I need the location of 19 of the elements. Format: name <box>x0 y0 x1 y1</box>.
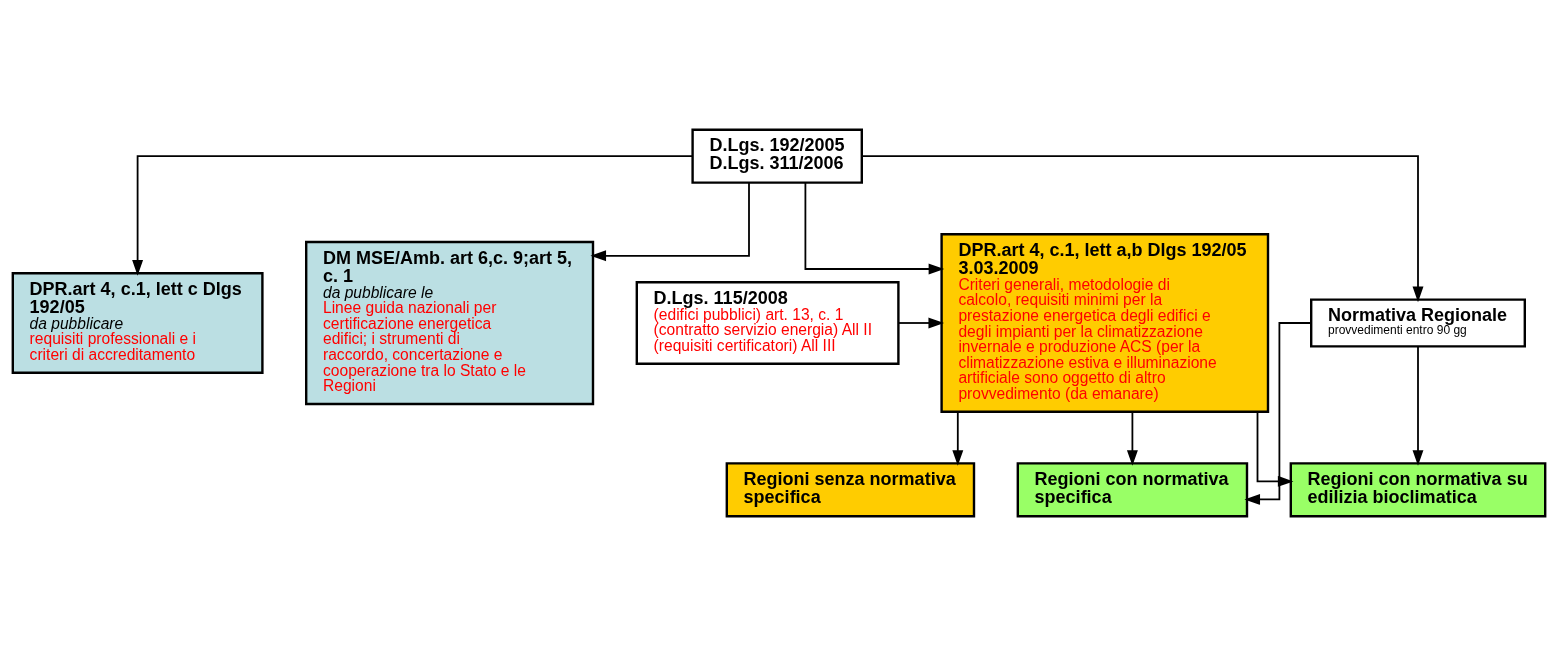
node-box: D.Lgs. 192/2005 D.Lgs. 311/2006 <box>691 128 863 184</box>
node-box: Regioni senza normativa specifica <box>725 461 976 517</box>
arrow <box>952 410 964 466</box>
node-box: Regioni con normativa specifica <box>1016 461 1249 517</box>
arrow <box>1412 345 1424 466</box>
node-box: D.Lgs. 115/2008 (edifici pubblici) art. 13, c. 1 (contratto servizio energia) All II (requisiti certificatori) All III <box>635 280 900 365</box>
arrow <box>132 154 694 276</box>
arrow <box>590 181 750 261</box>
arrow <box>1244 321 1313 505</box>
arrow <box>1126 410 1138 466</box>
arrow <box>1256 410 1294 487</box>
arrow <box>861 154 1424 302</box>
node-box: Normativa Regionale provvedimenti entro 90 gg <box>1310 297 1526 348</box>
node-box: DPR.art 4, c.1, lett c Dlgs 192/05 da pubblicare requisiti professionali e i criteri di accreditamento <box>11 271 264 374</box>
arrow <box>804 181 945 274</box>
arrow <box>897 317 945 328</box>
node-box: DM MSE/Amb. art 6,c. 9;art 5, c. 1 da pubblicare le Linee guida nazionali per certificazione energetica edifici; i strumenti di raccordo, concertazione e cooperazione tra lo Stato e le Regioni <box>305 240 595 405</box>
node-box: Regioni con normativa su edilizia bioclimatica <box>1289 461 1547 517</box>
node-box: DPR.art 4, c.1, lett a,b Dlgs 192/05 3.03.2009 Criteri generali, metodologie di calcolo, requisiti minimi per la prestazione energetica degli edifici e degli impianti per la climatizzazione invernale e produzione ACS (per la climatizzazione estiva e illuminazione artificiale sono oggetto di altro provvedimento (da emanare) <box>940 232 1270 413</box>
